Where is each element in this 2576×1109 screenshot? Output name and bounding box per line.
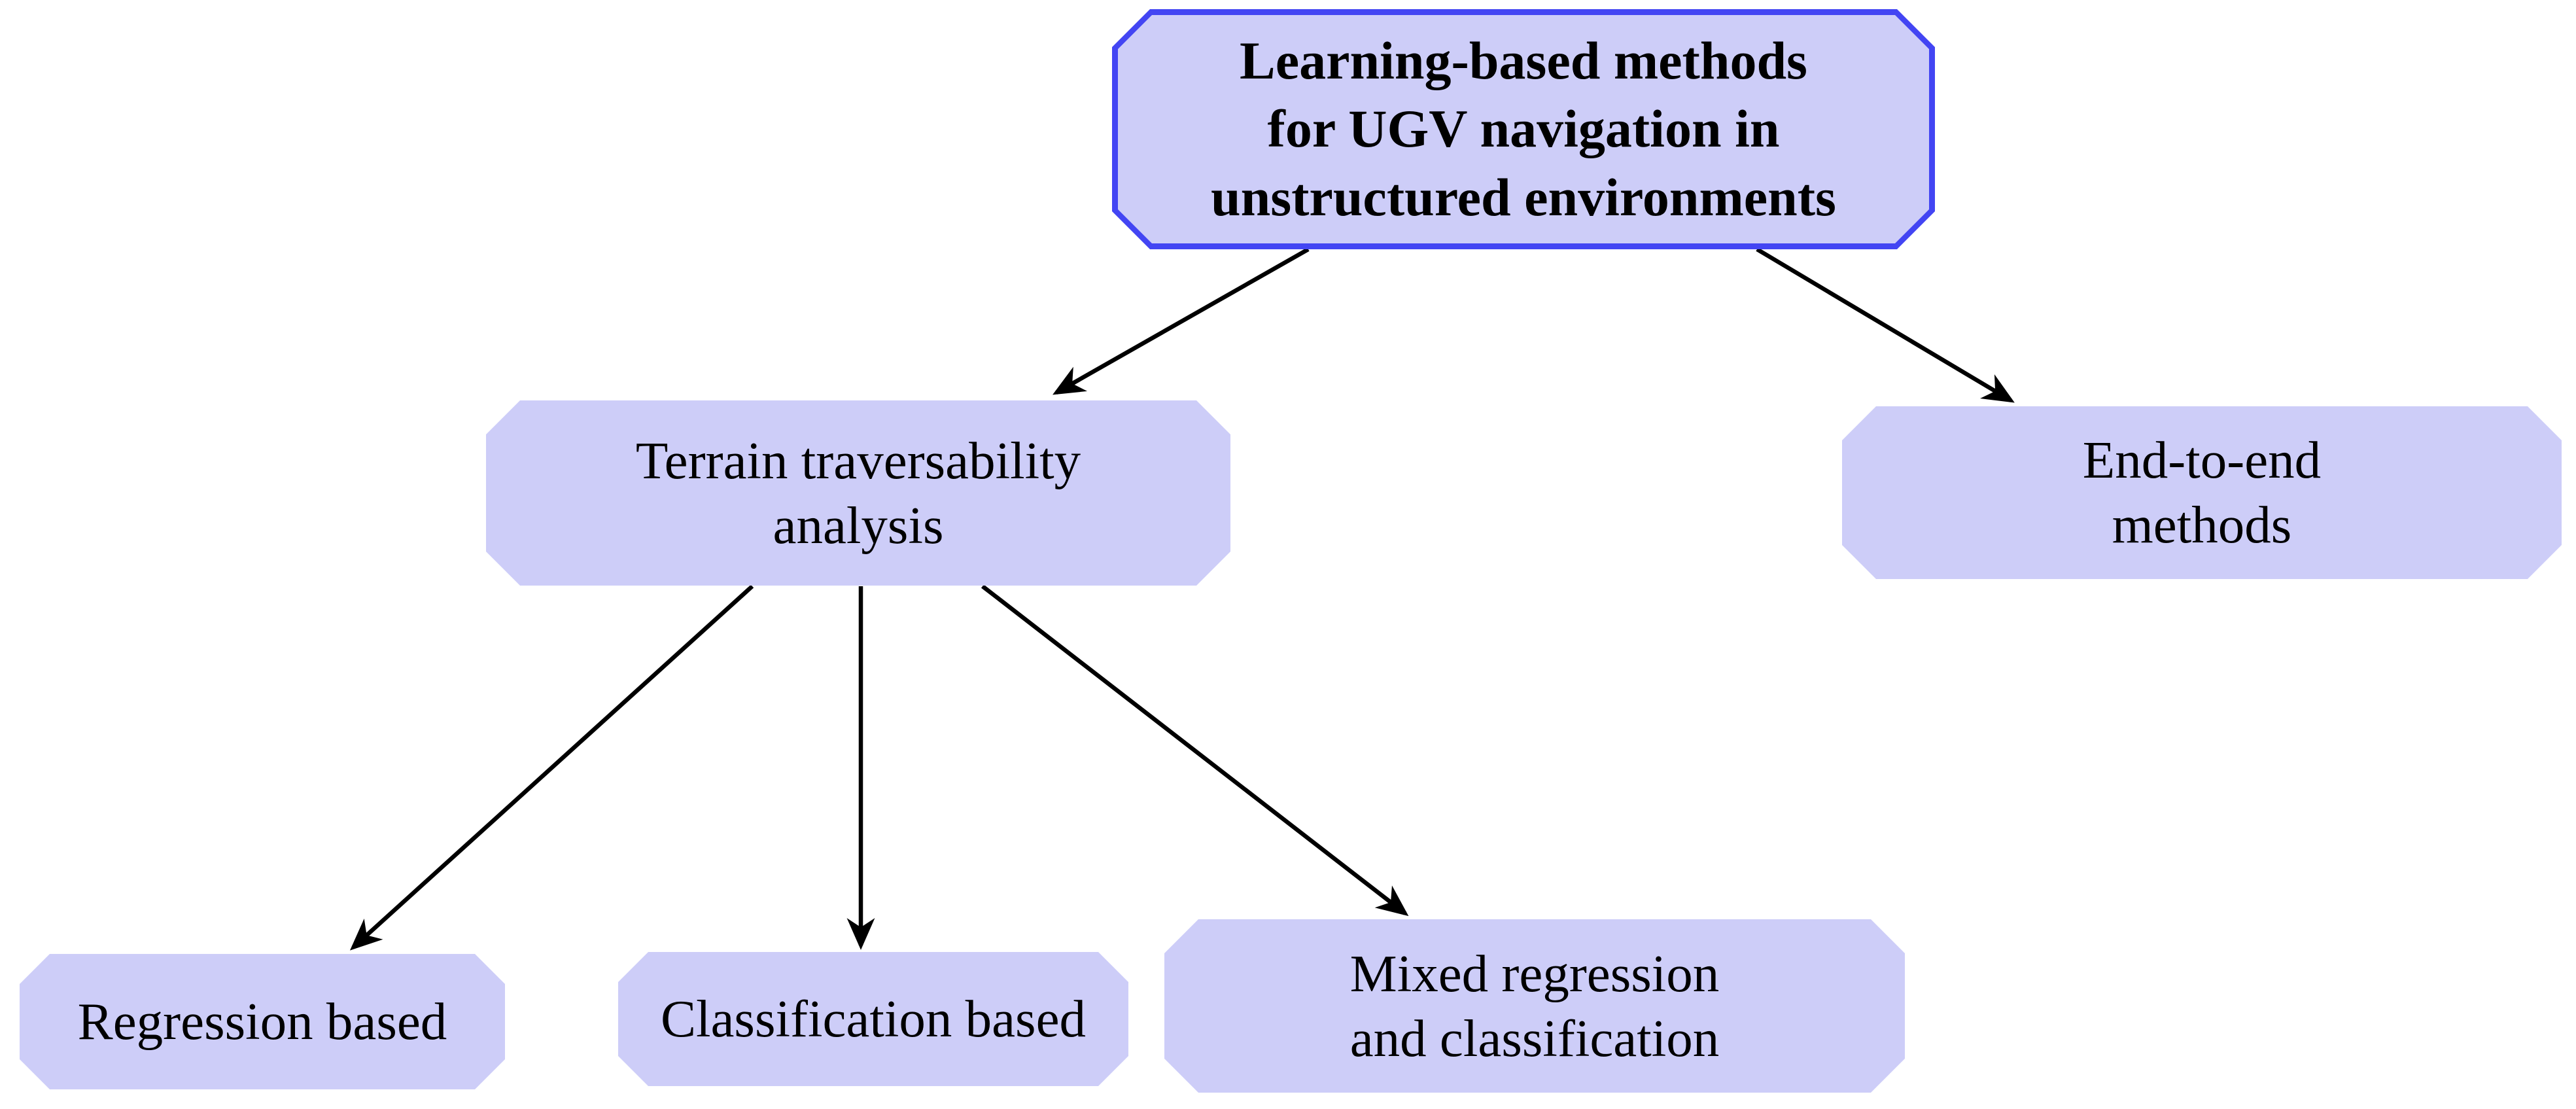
node-end-to-end-label-line2: methods [2112,495,2292,554]
arrow-terrain-to-regression [349,584,754,951]
node-classification-label: Classification based [660,989,1087,1049]
arrow-terrain-to-mixed [981,584,1409,917]
node-end-to-end-methods: End-to-end methods [1842,406,2562,579]
node-classification-based: Classification based [618,952,1128,1086]
node-mixed-label-line2: and classification [1349,1008,1720,1068]
node-root-label-line1: Learning-based methods [1240,31,1807,91]
node-terrain-label-line2: analysis [773,495,944,555]
node-regression-label: Regression based [77,992,447,1051]
node-root-label-line2: for UGV navigation in [1267,99,1780,159]
node-mixed-label-line1: Mixed regression [1349,943,1720,1003]
node-terrain-traversability-analysis: Terrain traversability analysis [486,400,1230,586]
arrow-root-to-terrain [1053,247,1310,395]
node-mixed-regression-and-classification: Mixed regression and classification [1164,919,1905,1093]
node-root-body: Learning-based methods for UGV navigatio… [1118,15,1929,243]
node-regression-based: Regression based [20,954,505,1089]
node-root: Learning-based methods for UGV navigatio… [1112,9,1935,249]
node-end-to-end-label-line1: End-to-end [2082,431,2322,490]
node-terrain-label-line1: Terrain traversability [635,431,1081,490]
node-root-label-line3: unstructured environments [1211,167,1836,227]
arrow-root-to-end-to-end [1756,247,2015,403]
